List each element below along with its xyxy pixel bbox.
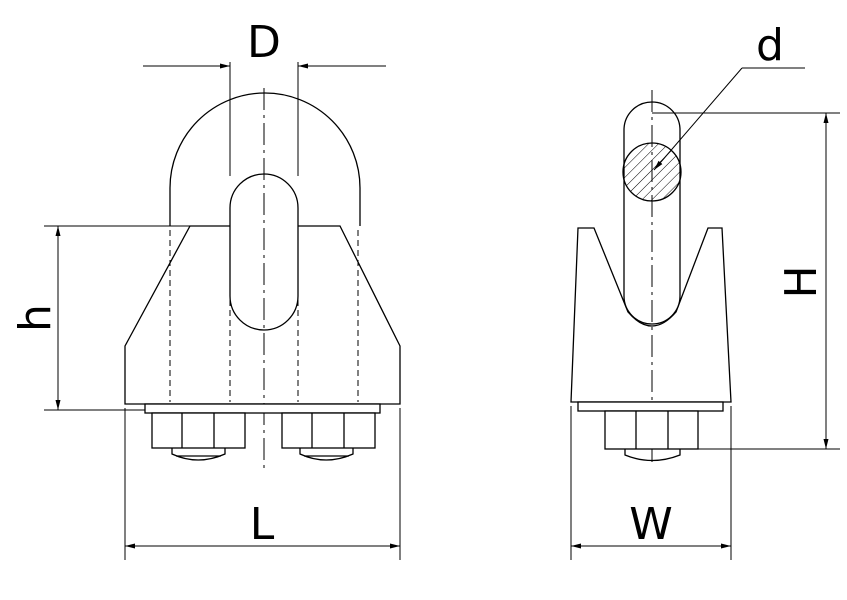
side-bolt-end <box>624 449 681 462</box>
u-bolt-outer <box>169 92 361 226</box>
label-D: D <box>247 17 281 68</box>
u-bolt-hidden-legs <box>169 230 359 402</box>
label-d: d <box>756 20 784 71</box>
bolt-end-right <box>299 448 354 461</box>
label-L: L <box>250 499 275 550</box>
dim-W <box>570 406 732 560</box>
side-nut <box>604 410 699 450</box>
dimension-lines <box>44 62 840 560</box>
label-H: H <box>776 265 827 298</box>
slot-opening <box>229 173 299 331</box>
dim-h <box>44 225 190 411</box>
bolt-end-left <box>171 448 226 461</box>
dim-H <box>652 112 840 450</box>
dim-d-leader <box>653 67 805 171</box>
dim-L <box>124 408 401 560</box>
nut-left <box>151 412 246 449</box>
side-washer <box>577 401 724 412</box>
side-view <box>570 90 732 462</box>
nut-right <box>281 412 376 449</box>
dim-D <box>143 62 386 176</box>
label-W: W <box>629 499 673 550</box>
label-h: h <box>10 304 61 332</box>
washer-plate <box>144 403 381 414</box>
saddle-side-body <box>570 227 732 403</box>
front-view <box>124 88 401 470</box>
